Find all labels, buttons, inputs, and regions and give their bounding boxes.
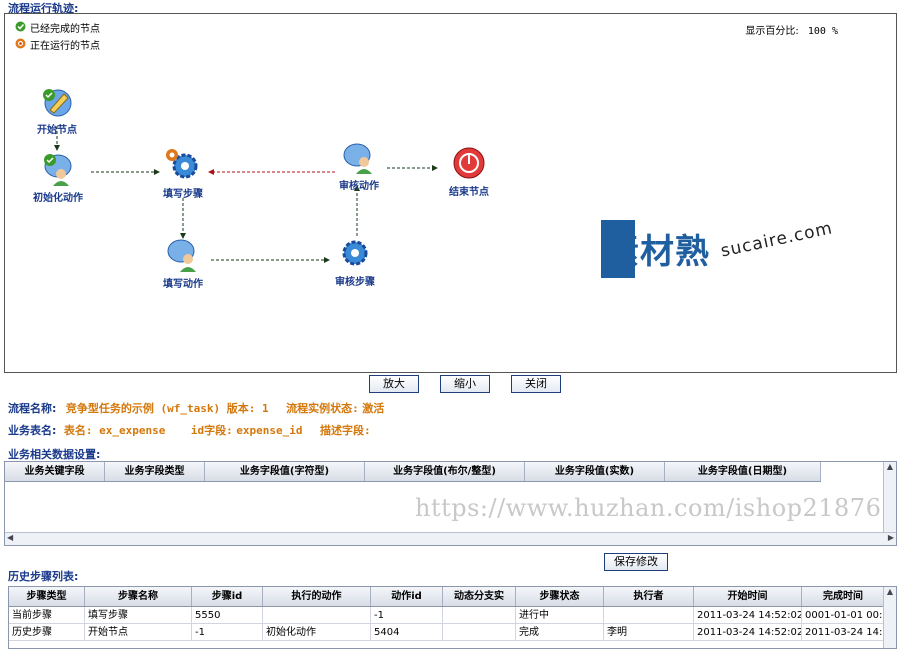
- zoom-out-button[interactable]: 缩小: [440, 375, 490, 393]
- step-gear-icon: [166, 149, 198, 179]
- scroll-left-icon[interactable]: ◀: [7, 533, 14, 542]
- col-header[interactable]: 完成时间: [802, 587, 885, 606]
- check-icon: [15, 21, 26, 35]
- biz-data-title: 业务相关数据设置:: [8, 448, 101, 461]
- node-start[interactable]: 开始节点: [31, 86, 83, 136]
- flow-canvas: 已经完成的节点 正在运行的节点 显示百分比: 100 % 开始节点 初始化动作 …: [4, 13, 897, 373]
- node-init-action[interactable]: 初始化动作: [27, 152, 89, 204]
- history-grid: 步骤类型 步骤名称 步骤id 执行的动作 动作id 动态分支实 步骤状态 执行者…: [8, 586, 897, 649]
- table-row[interactable]: 历史步骤 开始节点 -1 初始化动作 5404 完成 李明 2011-03-24…: [9, 624, 896, 641]
- flow-title: 流程运行轨迹:: [8, 2, 79, 15]
- col-header[interactable]: 步骤id: [192, 587, 263, 606]
- col-header[interactable]: 步骤状态: [516, 587, 604, 606]
- action-node-icon: [167, 239, 196, 272]
- vertical-scrollbar[interactable]: ▲: [883, 587, 896, 648]
- legend-done: 已经完成的节点: [15, 20, 100, 35]
- watermark-logo: 素材熟 sucaire.com: [601, 218, 861, 290]
- scroll-up-icon[interactable]: ▲: [886, 587, 894, 596]
- col-header[interactable]: 执行的动作: [263, 587, 371, 606]
- col-header[interactable]: 动态分支实: [443, 587, 516, 606]
- flow-connectors: [54, 126, 438, 263]
- close-button[interactable]: 关闭: [511, 375, 561, 393]
- col-header[interactable]: 开始时间: [694, 587, 802, 606]
- logo-mark: [601, 220, 635, 278]
- zoom-in-button[interactable]: 放大: [369, 375, 419, 393]
- node-fill-step[interactable]: 填写步骤: [155, 148, 211, 200]
- node-end[interactable]: 结束节点: [439, 146, 499, 198]
- horizontal-scrollbar[interactable]: ◀ ▶: [5, 532, 896, 545]
- table-row[interactable]: 当前步骤 填写步骤 5550 -1 进行中 2011-03-24 14:52:0…: [9, 607, 896, 624]
- col-header[interactable]: 业务关键字段: [5, 462, 105, 481]
- step-gear-icon: [342, 240, 368, 266]
- watermark-url: https://www.huzhan.com/ishop21876: [415, 494, 882, 522]
- history-header: 步骤类型 步骤名称 步骤id 执行的动作 动作id 动态分支实 步骤状态 执行者…: [9, 587, 896, 607]
- col-header[interactable]: 业务字段类型: [105, 462, 205, 481]
- col-header[interactable]: 业务字段值(日期型): [665, 462, 821, 481]
- running-icon: [15, 38, 26, 52]
- col-header[interactable]: 步骤名称: [85, 587, 192, 606]
- scroll-up-icon[interactable]: ▲: [886, 462, 894, 471]
- node-fill-action[interactable]: 填写动作: [155, 238, 211, 290]
- zoom-indicator: 显示百分比: 100 %: [745, 26, 838, 37]
- scroll-right-icon[interactable]: ▶: [887, 533, 894, 542]
- save-changes-button[interactable]: 保存修改: [604, 553, 668, 571]
- col-header[interactable]: 步骤类型: [9, 587, 85, 606]
- col-header[interactable]: 业务字段值(实数): [525, 462, 665, 481]
- biz-info-line: 业务表名: 表名: ex_expense id字段: expense_id 描述…: [8, 424, 371, 437]
- biz-data-header: 业务关键字段 业务字段类型 业务字段值(字符型) 业务字段值(布尔/整型) 业务…: [5, 462, 821, 482]
- action-node-icon: [343, 143, 372, 174]
- col-header[interactable]: 业务字段值(字符型): [205, 462, 365, 481]
- node-review-step[interactable]: 审核步骤: [327, 236, 383, 288]
- col-header[interactable]: 业务字段值(布尔/整型): [365, 462, 525, 481]
- action-node-icon: [44, 154, 72, 186]
- col-header[interactable]: 动作id: [371, 587, 443, 606]
- start-node-icon: [43, 89, 72, 117]
- stop-icon: [453, 147, 485, 179]
- biz-data-grid: 业务关键字段 业务字段类型 业务字段值(字符型) 业务字段值(布尔/整型) 业务…: [4, 461, 897, 546]
- vertical-scrollbar[interactable]: ▲: [883, 462, 896, 532]
- node-review-action[interactable]: 审核动作: [331, 142, 387, 192]
- flow-info-line: 流程名称: 竞争型任务的示例 (wf_task) 版本: 1 流程实例状态: 激…: [8, 402, 385, 415]
- col-header[interactable]: 执行者: [604, 587, 694, 606]
- history-title: 历史步骤列表:: [8, 570, 79, 583]
- legend-running: 正在运行的节点: [15, 37, 100, 52]
